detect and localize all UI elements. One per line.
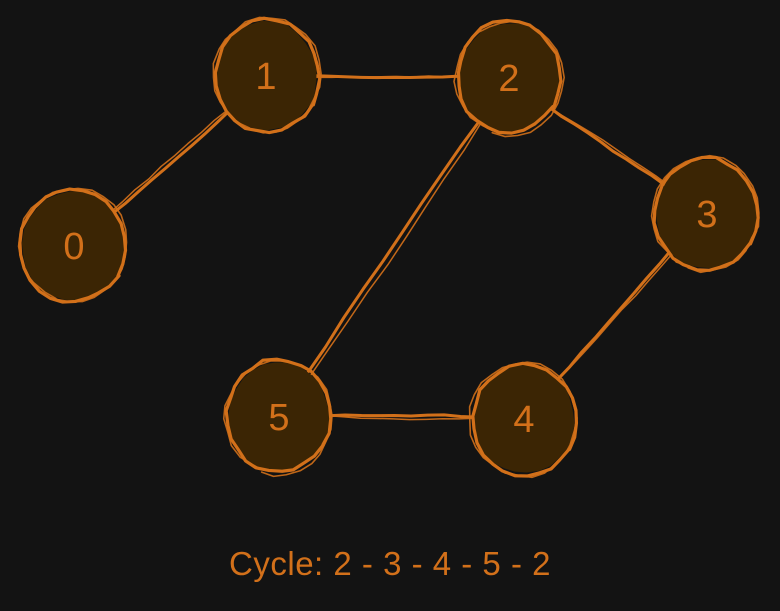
graph-node-5[interactable]: 5 — [222, 357, 333, 478]
graph-node-3[interactable]: 3 — [650, 154, 760, 274]
edge-stroke — [548, 106, 667, 187]
edge-stroke — [327, 414, 477, 421]
node-outline — [213, 16, 322, 135]
node-label-0: 0 — [63, 226, 84, 268]
node-fill — [228, 362, 330, 473]
node-outline — [212, 16, 322, 134]
edge-stroke — [308, 120, 483, 378]
edge-stroke — [554, 247, 674, 383]
node-outline — [453, 20, 565, 138]
node-fill — [655, 159, 758, 269]
edge-stroke — [108, 108, 229, 215]
graph-edge-2-5 — [304, 117, 483, 378]
graph-edge-2-3 — [547, 105, 670, 187]
graph-edge-1-2 — [310, 74, 462, 80]
graph-node-2[interactable]: 2 — [453, 18, 565, 138]
node-outline — [222, 360, 333, 478]
node-outline — [652, 155, 760, 272]
graph-node-0[interactable]: 0 — [17, 187, 128, 304]
node-outline — [468, 361, 578, 479]
node-fill — [472, 363, 575, 473]
nodes-layer: 0 1 2 3 4 5 — [17, 16, 760, 479]
edge-stroke — [304, 117, 483, 377]
graph-edge-3-4 — [554, 247, 675, 383]
node-outline — [17, 187, 128, 303]
cycle-caption: Cycle: 2 - 3 - 4 - 5 - 2 — [229, 545, 551, 582]
edge-stroke — [547, 105, 670, 187]
edge-stroke — [310, 74, 461, 80]
graph-node-1[interactable]: 1 — [212, 16, 322, 135]
edge-stroke — [556, 251, 675, 382]
node-label-1: 1 — [255, 56, 276, 98]
graph-edge-4-5 — [326, 413, 479, 421]
node-label-2: 2 — [498, 58, 519, 100]
node-label-4: 4 — [513, 399, 534, 441]
node-label-5: 5 — [268, 397, 289, 439]
node-label-3: 3 — [696, 194, 717, 236]
node-fill — [21, 191, 126, 301]
graph-node-4[interactable]: 4 — [468, 361, 579, 479]
node-outline — [650, 154, 760, 274]
node-fill — [214, 20, 317, 130]
edge-stroke — [315, 75, 462, 79]
edge-stroke — [326, 413, 479, 419]
graph-edge-0-1 — [108, 108, 232, 216]
node-fill — [458, 23, 559, 133]
edges-layer — [108, 74, 675, 421]
edge-stroke — [110, 108, 232, 216]
